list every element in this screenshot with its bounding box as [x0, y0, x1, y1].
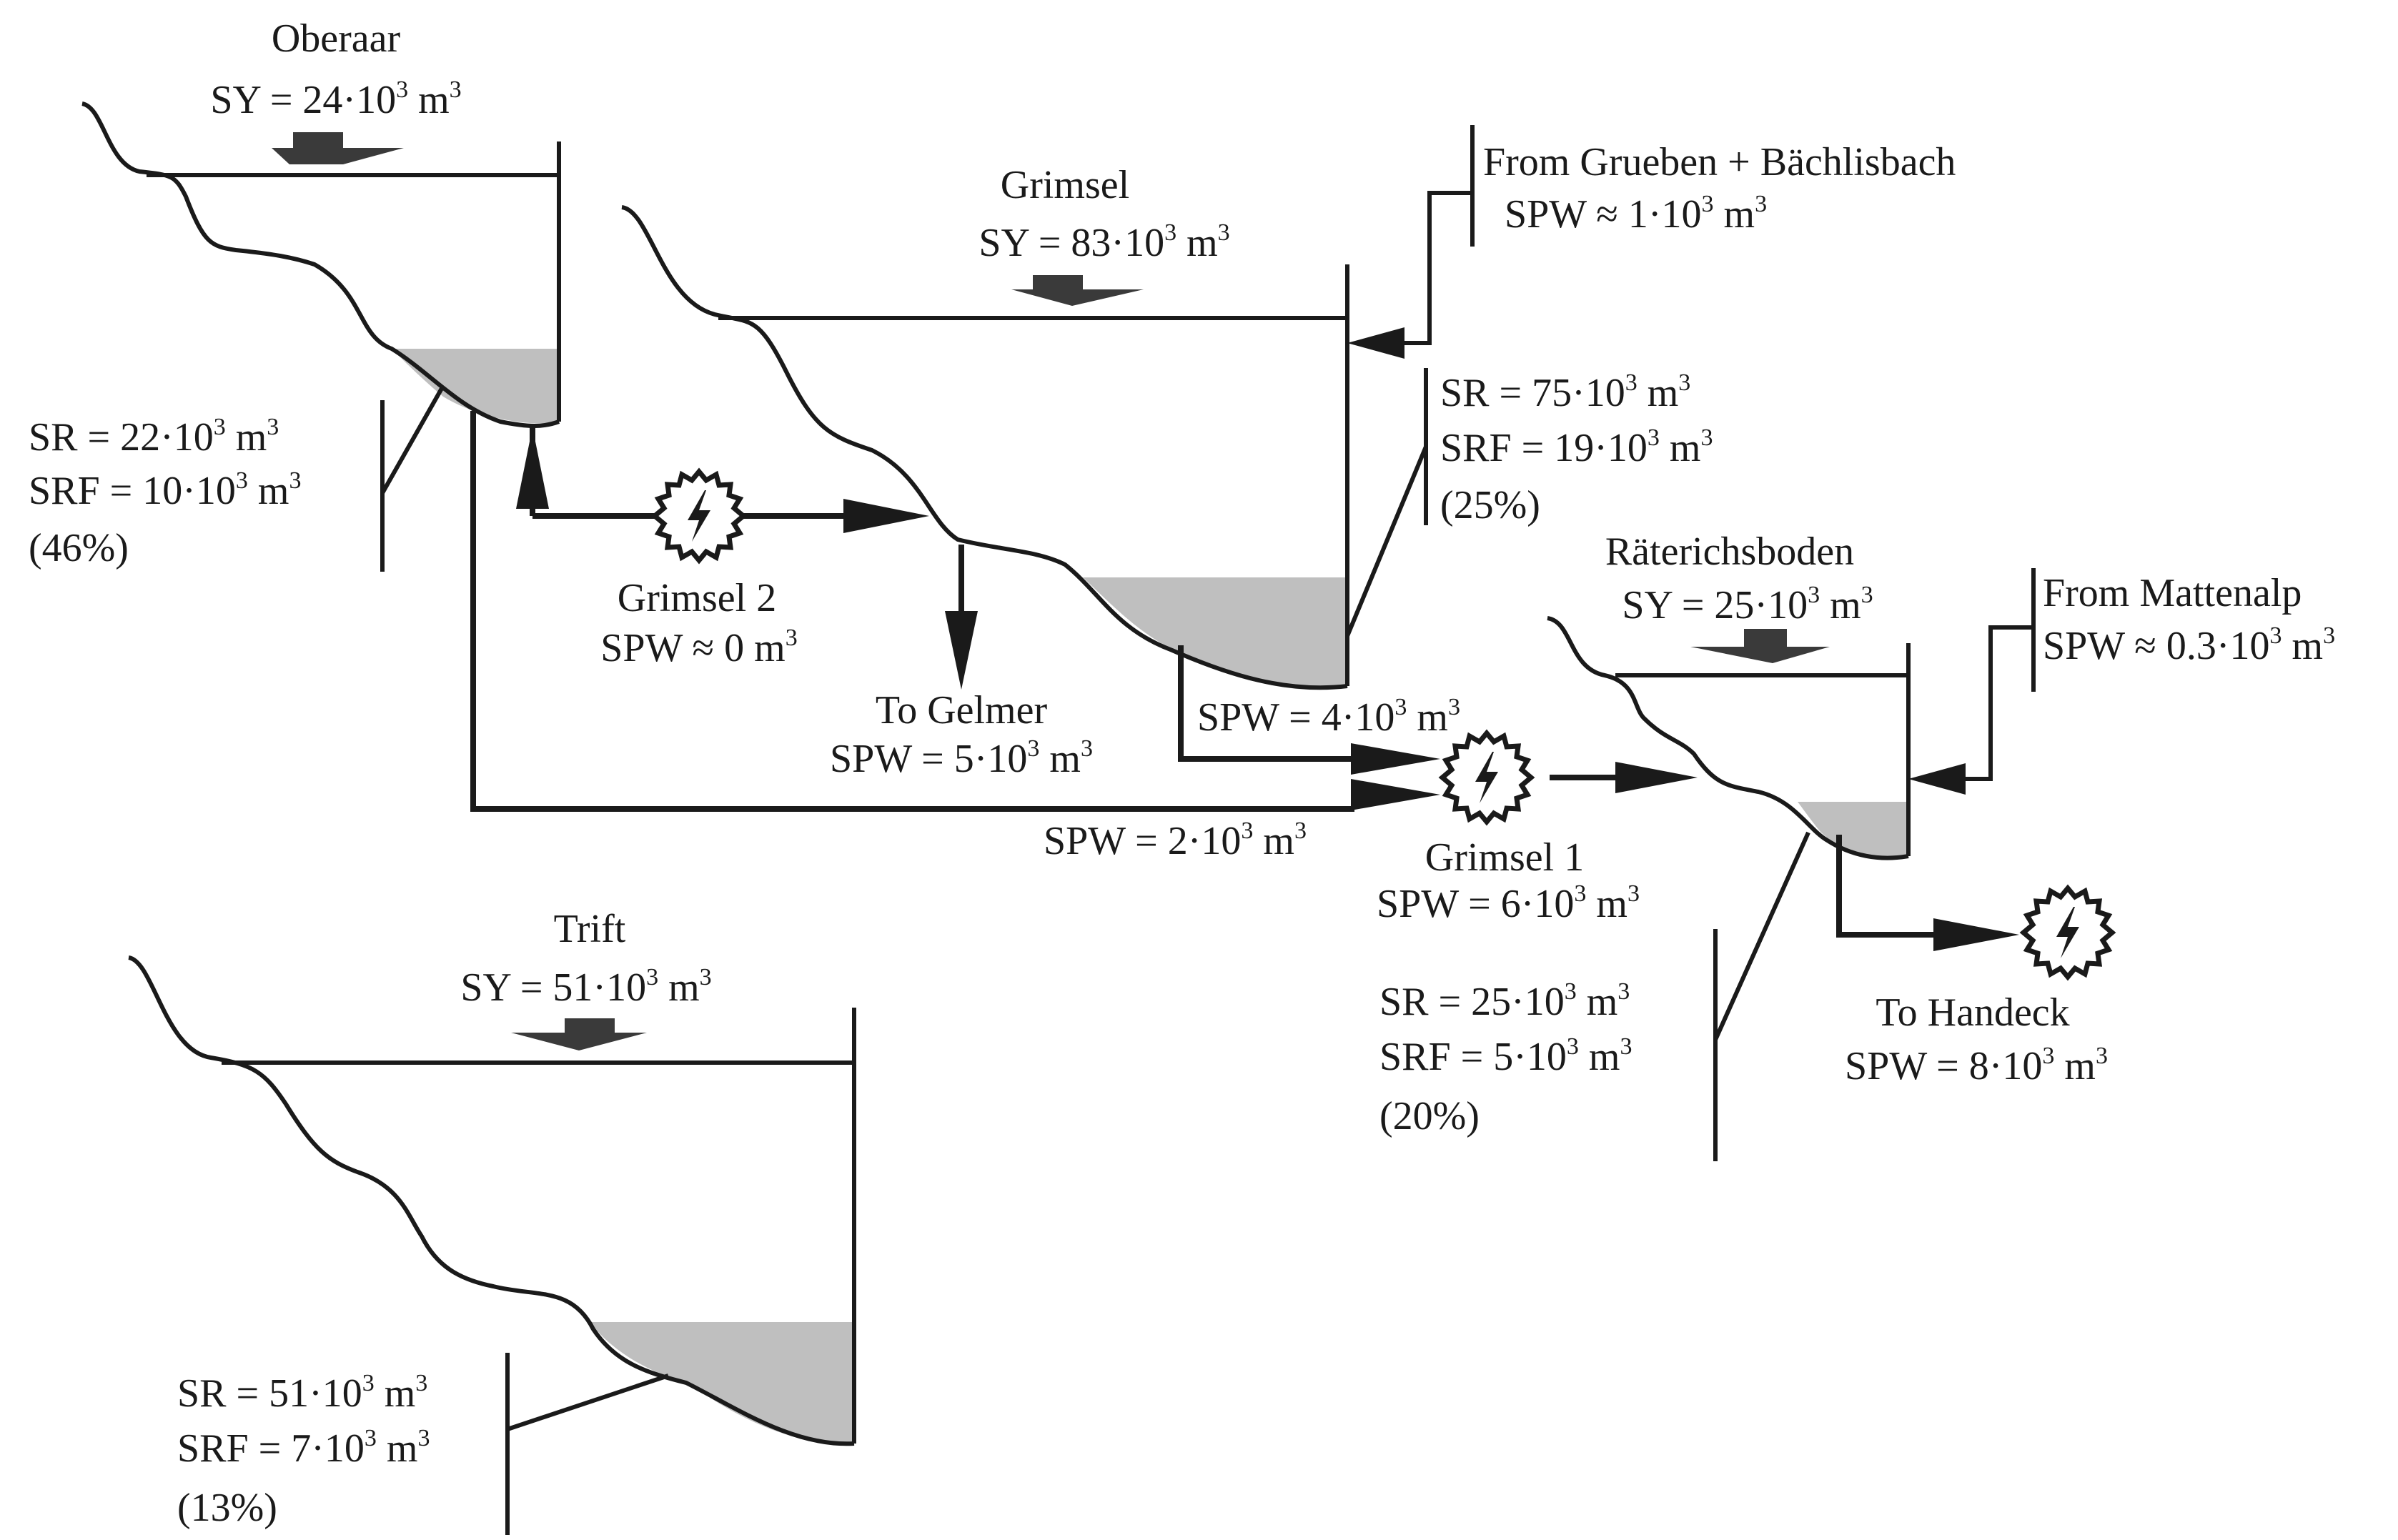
oberaar-out-line: [470, 411, 1354, 812]
trift-sy-label: SY = 51·103 m3: [460, 964, 711, 1010]
grimsel-reservoir: Grimsel SY = 83·103 m3 SR = 75·103 m3 SR…: [621, 163, 1713, 690]
raeterichsboden-sediment: [1798, 802, 1908, 858]
grueben-inflow: From Grueben + Bächlisbach SPW ≈ 1·103 m…: [1347, 125, 1956, 359]
grimsel1-name: Grimsel 1: [1425, 835, 1584, 880]
mattenalp-inflow: From Mattenalp SPW ≈ 0.3·103 m3: [1908, 568, 2335, 795]
grimsel-name: Grimsel: [1001, 163, 1129, 207]
raeterichsboden-input-arrow: [1690, 629, 1830, 663]
grimsel-out-line: [1178, 645, 1354, 762]
grimsel-out-arrowhead: [1351, 743, 1440, 775]
raeterichsboden-reservoir: Räterichsboden SY = 25·103 m3 SR = 25·10…: [1379, 530, 1911, 1161]
mattenalp-flow-line: [1962, 625, 2033, 781]
gelmer-outflow: To Gelmer SPW = 5·103 m3: [830, 545, 1093, 781]
trift-sediment: [590, 1322, 854, 1444]
raeterichsboden-sy-label: SY = 25·103 m3: [1622, 582, 1873, 627]
grimsel2-name: Grimsel 2: [618, 576, 776, 620]
oberaar-out-spw-label: SPW = 2·103 m3: [1044, 818, 1307, 863]
mattenalp-arrowhead: [1908, 763, 1966, 795]
oberaar-sediment: [392, 349, 559, 424]
raeterichsboden-name: Räterichsboden: [1605, 530, 1854, 574]
trift-name: Trift: [554, 907, 626, 951]
trift-sr-pointer: [507, 1373, 669, 1431]
grimsel-valley-profile: [621, 205, 1348, 690]
mattenalp-spw-label: SPW ≈ 0.3·103 m3: [2043, 622, 2335, 668]
oberaar-reservoir: Oberaar SY = 24·103 m3 SR = 22·103 m3 SR…: [29, 16, 561, 572]
grimsel-sr-label: SR = 75·103 m3: [1440, 369, 1690, 415]
grimsel-input-arrow: [1011, 275, 1144, 306]
handeck-turbine-icon: [2023, 888, 2112, 977]
oberaar-input-arrow: [272, 132, 404, 164]
grueben-spw-label: SPW ≈ 1·103 m3: [1505, 191, 1767, 237]
gelmer-arrowhead: [945, 611, 978, 690]
raeterichsboden-sr-pointer: [1713, 831, 1810, 1041]
oberaar-srf-label: SRF = 10·103 m3: [29, 467, 301, 513]
grimsel-outflow: SPW = 4·103 m3: [1178, 645, 1460, 775]
trift-input-arrow: [511, 1018, 647, 1050]
raeterichsboden-pct-label: (20%): [1379, 1094, 1480, 1138]
raeterichsboden-sr-label: SR = 25·103 m3: [1379, 978, 1630, 1024]
grimsel2-spw-label: SPW ≈ 0 m3: [600, 625, 797, 670]
grimsel2-turbine-icon: [655, 472, 743, 560]
grimsel-sr-pointer: [1345, 445, 1428, 637]
grimsel1-station: Grimsel 1 SPW = 6·103 m3: [1377, 733, 1698, 926]
gelmer-name: To Gelmer: [876, 688, 1048, 732]
oberaar-valley-profile: [81, 101, 560, 428]
grimsel2-up-arrowhead: [516, 427, 549, 509]
grimsel-pct-label: (25%): [1440, 483, 1540, 527]
handeck-arrowhead: [1933, 918, 2019, 951]
oberaar-outflow: SPW = 2·103 m3: [470, 411, 1440, 863]
oberaar-sr-label: SR = 22·103 m3: [29, 414, 279, 459]
mattenalp-name: From Mattenalp: [2043, 571, 2302, 615]
grimsel2-link: Grimsel 2 SPW ≈ 0 m3: [516, 427, 929, 670]
handeck-outflow: To Handeck SPW = 8·103 m3: [1836, 835, 2112, 1088]
grimsel2-right-arrowhead: [843, 499, 929, 533]
trift-sr-label: SR = 51·103 m3: [177, 1370, 427, 1416]
oberaar-out-arrowhead: [1351, 779, 1440, 810]
grueben-arrowhead: [1347, 327, 1404, 359]
grimsel-srf-label: SRF = 19·103 m3: [1440, 424, 1713, 470]
oberaar-name: Oberaar: [272, 16, 401, 61]
raeterichsboden-srf-label: SRF = 5·103 m3: [1379, 1033, 1632, 1079]
handeck-spw-label: SPW = 8·103 m3: [1845, 1043, 2108, 1088]
oberaar-pct-label: (46%): [29, 526, 129, 570]
gelmer-spw-label: SPW = 5·103 m3: [830, 735, 1093, 781]
oberaar-sy-label: SY = 24·103 m3: [210, 76, 461, 122]
grimsel1-out-arrowhead: [1615, 762, 1698, 793]
grimsel-sy-label: SY = 83·103 m3: [978, 219, 1229, 265]
handeck-name: To Handeck: [1876, 990, 2069, 1035]
grimsel1-spw-label: SPW = 6·103 m3: [1377, 880, 1640, 926]
handeck-flow-line: [1836, 835, 1941, 938]
grueben-name: From Grueben + Bächlisbach: [1483, 140, 1956, 184]
grimsel-out-spw-label: SPW = 4·103 m3: [1197, 694, 1460, 740]
trift-pct-label: (13%): [177, 1486, 277, 1530]
raeterichsboden-valley-profile: [1547, 616, 1909, 860]
trift-reservoir: Trift SY = 51·103 m3 SR = 51·103 m3 SRF …: [128, 907, 856, 1535]
grueben-flow-line: [1401, 191, 1472, 345]
oberaar-sr-pointer: [380, 384, 445, 495]
trift-srf-label: SRF = 7·103 m3: [177, 1425, 430, 1471]
grimsel1-turbine-icon: [1442, 733, 1531, 822]
grimsel-sediment: [1083, 577, 1347, 690]
